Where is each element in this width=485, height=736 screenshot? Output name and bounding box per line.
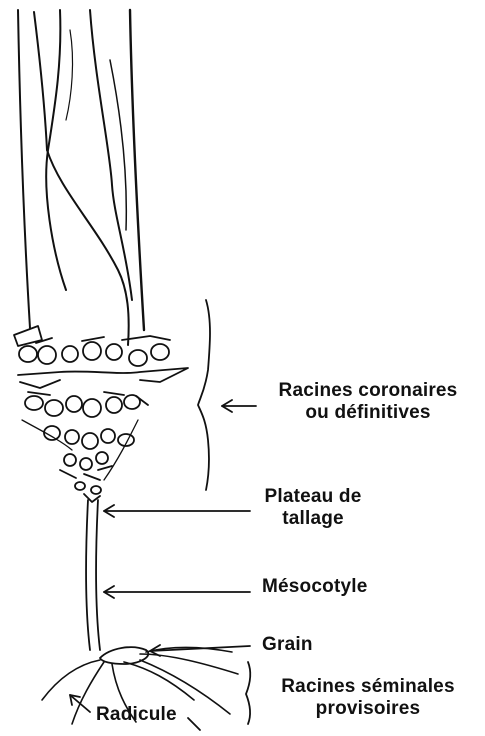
brace-crown-roots [198, 300, 210, 490]
stem [18, 10, 144, 345]
label-racines-seminales: Racines séminales provisoires [254, 676, 482, 720]
brace-seminal-roots [246, 662, 250, 724]
label-radicule: Radicule [96, 704, 177, 726]
mesocotyle-stalk [86, 500, 100, 650]
crown-roots [14, 326, 188, 502]
label-mesocotyle: Mésocotyle [262, 576, 367, 598]
label-grain: Grain [262, 634, 313, 656]
label-racines-seminales-line1: Racines séminales [254, 676, 482, 698]
label-racines-coronaires-line1: Racines coronaires [258, 380, 478, 402]
label-plateau-line2: tallage [254, 508, 372, 530]
label-plateau-line1: Plateau de [254, 486, 372, 508]
label-racines-seminales-line2: provisoires [254, 698, 482, 720]
label-plateau-tallage: Plateau de tallage [254, 486, 372, 530]
arrows [70, 400, 256, 730]
label-racines-coronaires-line2: ou définitives [258, 402, 478, 424]
label-racines-coronaires: Racines coronaires ou définitives [258, 380, 478, 424]
